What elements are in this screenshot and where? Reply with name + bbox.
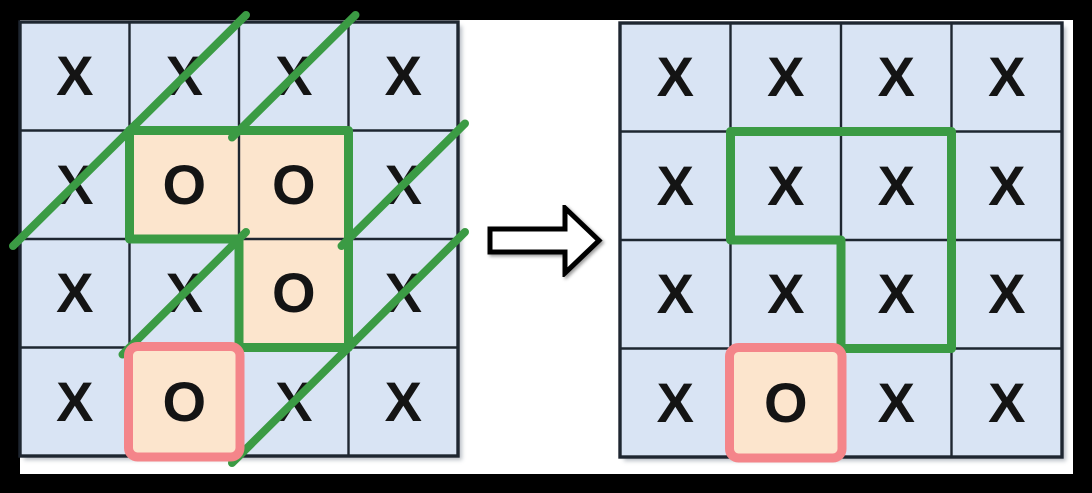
cell-r1c4: X xyxy=(951,23,1062,132)
cell-symbol: O xyxy=(162,369,207,433)
cell-r3c4: X xyxy=(348,239,458,348)
cell-symbol: X xyxy=(275,44,313,108)
cell-r2c4: X xyxy=(951,131,1062,240)
cell-r1c3: X xyxy=(239,22,349,131)
cell-r3c3: O xyxy=(239,239,349,348)
cell-symbol: X xyxy=(56,369,94,433)
cell-symbol: X xyxy=(877,370,915,434)
cell-r2c2: O xyxy=(129,130,239,239)
cell-symbol: O xyxy=(162,152,207,216)
cell-r4c4: X xyxy=(348,347,458,456)
cell-r1c3: X xyxy=(841,23,952,132)
cell-symbol: X xyxy=(767,45,805,109)
cell-symbol: X xyxy=(988,262,1026,326)
cell-symbol: X xyxy=(56,152,94,216)
cell-r4c3: X xyxy=(841,348,952,457)
cell-r2c1: X xyxy=(620,131,731,240)
cell-r4c4: X xyxy=(951,348,1062,457)
cell-r1c2: X xyxy=(129,22,239,131)
cell-r3c2: X xyxy=(730,240,841,349)
cell-symbol: X xyxy=(56,261,94,325)
cell-r3c1: X xyxy=(620,240,731,349)
cell-r1c2: X xyxy=(730,23,841,132)
cell-r2c3: O xyxy=(239,130,349,239)
cell-r1c4: X xyxy=(348,22,458,131)
cell-symbol: X xyxy=(656,153,694,217)
block-arrow-right-icon xyxy=(487,205,603,277)
cell-symbol: X xyxy=(656,370,694,434)
cell-r4c2: O xyxy=(730,348,841,457)
cell-symbol: X xyxy=(384,152,422,216)
cell-symbol: X xyxy=(988,45,1026,109)
cell-symbol: O xyxy=(271,152,316,216)
cell-r1c1: X xyxy=(20,22,130,131)
cell-r4c1: X xyxy=(620,348,731,457)
cell-symbol: X xyxy=(165,261,203,325)
cell-symbol: X xyxy=(384,261,422,325)
cell-r2c1: X xyxy=(20,130,130,239)
cell-symbol: X xyxy=(877,45,915,109)
cell-r3c1: X xyxy=(20,239,130,348)
cell-r3c3: X xyxy=(841,240,952,349)
cell-r2c3: X xyxy=(841,131,952,240)
cell-symbol: X xyxy=(56,44,94,108)
cell-symbol: X xyxy=(877,262,915,326)
cell-symbol: X xyxy=(275,369,313,433)
cell-r4c2: O xyxy=(129,347,239,456)
cell-symbol: X xyxy=(656,45,694,109)
cell-r4c3: X xyxy=(239,347,349,456)
cell-symbol: X xyxy=(165,44,203,108)
cell-symbol: O xyxy=(271,261,316,325)
cell-symbol: X xyxy=(384,369,422,433)
cell-r2c2: X xyxy=(730,131,841,240)
cell-r3c4: X xyxy=(951,240,1062,349)
cell-symbol: X xyxy=(656,262,694,326)
cell-symbol: X xyxy=(767,153,805,217)
cell-symbol: X xyxy=(384,44,422,108)
cell-r1c1: X xyxy=(620,23,731,132)
cell-symbol: X xyxy=(877,153,915,217)
cell-r4c1: X xyxy=(20,347,130,456)
cell-r3c2: X xyxy=(129,239,239,348)
cell-symbol: X xyxy=(767,262,805,326)
cell-symbol: O xyxy=(763,370,808,434)
cell-symbol: X xyxy=(988,153,1026,217)
cell-r2c4: X xyxy=(348,130,458,239)
cell-symbol: X xyxy=(988,370,1026,434)
